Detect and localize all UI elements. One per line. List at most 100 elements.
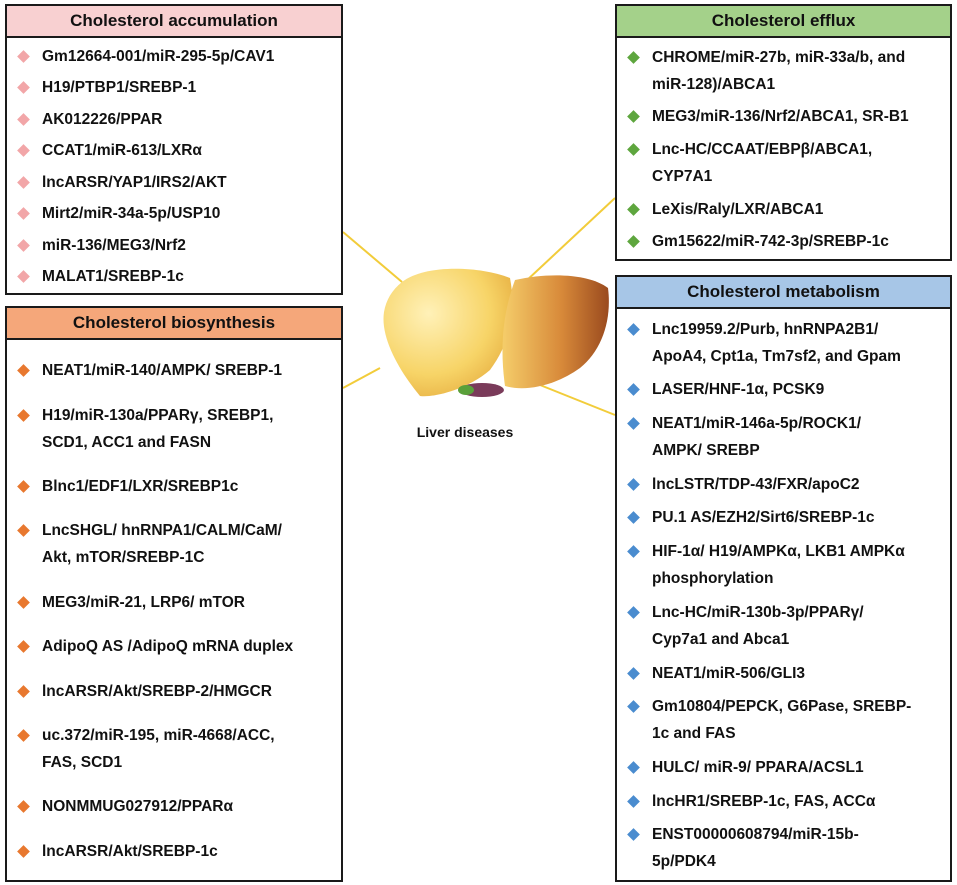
list-item: NONMMUG027912/PPARα bbox=[17, 793, 335, 820]
list-item: Gm15622/miR-742-3p/SREBP-1c bbox=[627, 228, 944, 255]
list-item: HIF-1α/ H19/AMPKα, LKB1 AMPKα phosphoryl… bbox=[627, 538, 944, 592]
list-item: MALAT1/SREBP-1c bbox=[17, 263, 335, 290]
list-item-text: lncARSR/Akt/SREBP-1c bbox=[42, 842, 218, 860]
list-item-text: lncHR1/SREBP-1c, FAS, ACCα bbox=[652, 792, 876, 810]
diamond-bullet-icon bbox=[627, 605, 640, 619]
list-item: lncLSTR/TDP-43/FXR/apoC2 bbox=[627, 471, 944, 498]
list-item-text: Lnc-HC/miR-130b-3p/PPARγ/ Cyp7a1 and Abc… bbox=[652, 603, 864, 648]
diamond-bullet-icon bbox=[627, 761, 640, 774]
diamond-bullet-icon bbox=[627, 545, 640, 558]
diamond-bullet-icon bbox=[17, 112, 30, 126]
diamond-bullet-icon bbox=[627, 110, 640, 124]
diamond-bullet-icon bbox=[17, 844, 30, 858]
list-item: lncARSR/Akt/SREBP-2/HMGCR bbox=[17, 678, 335, 705]
diamond-bullet-icon bbox=[17, 684, 30, 698]
list-item-text: Lnc-HC/CCAAT/EBPβ/ABCA1, CYP7A1 bbox=[652, 140, 873, 185]
list-item: lncARSR/Akt/SREBP-1c bbox=[17, 838, 335, 865]
efflux-list: CHROME/miR-27b, miR-33a/b, and miR-128)/… bbox=[617, 38, 950, 261]
list-item: AK012226/PPAR bbox=[17, 106, 335, 133]
list-item: LASER/HNF-1α, PCSK9 bbox=[627, 376, 944, 403]
diamond-bullet-icon bbox=[17, 270, 30, 284]
diamond-bullet-icon bbox=[627, 477, 640, 491]
diamond-bullet-icon bbox=[627, 828, 640, 842]
list-item: uc.372/miR-195, miR-4668/ACC, FAS, SCD1 bbox=[17, 722, 335, 776]
diamond-bullet-icon bbox=[17, 207, 30, 221]
diamond-bullet-icon bbox=[17, 595, 30, 609]
liver-right-lobe bbox=[502, 275, 609, 389]
list-item-text: LASER/HNF-1α, PCSK9 bbox=[652, 381, 825, 399]
list-item: Lnc19959.2/Purb, hnRNPA2B1/ ApoA4, Cpt1a… bbox=[627, 316, 944, 370]
list-item-text: HULC/ miR-9/ PPARA/ACSL1 bbox=[652, 758, 864, 776]
list-item-text: NEAT1/miR-146a-5p/ROCK1/ AMPK/ SREBP bbox=[652, 415, 862, 460]
diamond-bullet-icon bbox=[627, 666, 640, 680]
list-item-text: CHROME/miR-27b, miR-33a/b, and miR-128)/… bbox=[652, 48, 906, 93]
diamond-bullet-icon bbox=[17, 408, 30, 422]
connector-efflux bbox=[524, 197, 616, 283]
diamond-bullet-icon bbox=[627, 50, 640, 64]
list-item: Mirt2/miR-34a-5p/USP10 bbox=[17, 200, 335, 227]
diamond-bullet-icon bbox=[627, 383, 640, 397]
list-item: H19/PTBP1/SREBP-1 bbox=[17, 74, 335, 101]
cholesterol-biosynthesis-panel: Cholesterol biosynthesis NEAT1/miR-140/A… bbox=[5, 306, 343, 882]
list-item-text: LncSHGL/ hnRNPA1/CALM/CaM/ Akt, mTOR/SRE… bbox=[42, 522, 282, 567]
list-item-text: MALAT1/SREBP-1c bbox=[42, 268, 184, 286]
list-item: Blnc1/EDF1/LXR/SREBP1c bbox=[17, 473, 335, 500]
list-item-text: CCAT1/miR-613/LXRα bbox=[42, 142, 202, 160]
list-item-text: H19/PTBP1/SREBP-1 bbox=[42, 79, 197, 97]
list-item-text: Gm12664-001/miR-295-5p/CAV1 bbox=[42, 47, 275, 65]
list-item: miR-136/MEG3/Nrf2 bbox=[17, 232, 335, 259]
list-item: CCAT1/miR-613/LXRα bbox=[17, 137, 335, 164]
list-item-text: NEAT1/miR-140/AMPK/ SREBP-1 bbox=[42, 362, 283, 380]
gallbladder bbox=[458, 383, 504, 397]
list-item: HULC/ miR-9/ PPARA/ACSL1 bbox=[627, 754, 944, 781]
cholesterol-biosynthesis-title: Cholesterol biosynthesis bbox=[7, 308, 341, 340]
liver-illustration bbox=[383, 268, 609, 397]
diamond-bullet-icon bbox=[17, 480, 30, 493]
cholesterol-metabolism-title: Cholesterol metabolism bbox=[617, 277, 950, 309]
diamond-bullet-icon bbox=[627, 235, 640, 249]
liver-left-lobe bbox=[383, 268, 513, 397]
cholesterol-efflux-panel: Cholesterol efflux CHROME/miR-27b, miR-3… bbox=[615, 4, 952, 261]
connector-metabolism bbox=[534, 382, 616, 416]
list-item: lncHR1/SREBP-1c, FAS, ACCα bbox=[627, 788, 944, 815]
list-item-text: NONMMUG027912/PPARα bbox=[42, 798, 233, 816]
list-item-text: NEAT1/miR-506/GLI3 bbox=[652, 664, 806, 682]
list-item-text: Mirt2/miR-34a-5p/USP10 bbox=[42, 205, 221, 223]
list-item-text: PU.1 AS/EZH2/Sirt6/SREBP-1c bbox=[652, 509, 875, 527]
liver-diseases-label: Liver diseases bbox=[416, 424, 514, 440]
cholesterol-efflux-title: Cholesterol efflux bbox=[617, 6, 950, 38]
list-item: LncSHGL/ hnRNPA1/CALM/CaM/ Akt, mTOR/SRE… bbox=[17, 517, 335, 571]
diamond-bullet-icon bbox=[627, 794, 640, 808]
list-item-text: uc.372/miR-195, miR-4668/ACC, FAS, SCD1 bbox=[42, 726, 275, 771]
list-item-text: AK012226/PPAR bbox=[42, 110, 163, 128]
list-item: Lnc-HC/CCAAT/EBPβ/ABCA1, CYP7A1 bbox=[627, 136, 944, 190]
diamond-bullet-icon bbox=[627, 700, 640, 714]
list-item: Lnc-HC/miR-130b-3p/PPARγ/ Cyp7a1 and Abc… bbox=[627, 599, 944, 653]
list-item-text: miR-136/MEG3/Nrf2 bbox=[42, 236, 186, 254]
list-item: H19/miR-130a/PPARγ, SREBP1, SCD1, ACC1 a… bbox=[17, 402, 335, 456]
diamond-bullet-icon bbox=[17, 49, 30, 63]
diamond-bullet-icon bbox=[627, 202, 640, 216]
list-item-text: MEG3/miR-21, LRP6/ mTOR bbox=[42, 593, 245, 611]
list-item-text: MEG3/miR-136/Nrf2/ABCA1, SR-B1 bbox=[652, 108, 909, 126]
list-item-text: Blnc1/EDF1/LXR/SREBP1c bbox=[42, 478, 239, 496]
list-item: lncARSR/YAP1/IRS2/AKT bbox=[17, 169, 335, 196]
diamond-bullet-icon bbox=[627, 417, 640, 430]
diamond-bullet-icon bbox=[17, 81, 30, 94]
list-item: NEAT1/miR-506/GLI3 bbox=[627, 660, 944, 687]
diamond-bullet-icon bbox=[627, 511, 640, 525]
connector-biosynthesis bbox=[342, 367, 381, 389]
list-item: Gm10804/PEPCK, G6Pase, SREBP- 1c and FAS bbox=[627, 693, 944, 747]
diamond-bullet-icon bbox=[17, 144, 30, 158]
diamond-bullet-icon bbox=[17, 640, 30, 654]
list-item: NEAT1/miR-146a-5p/ROCK1/ AMPK/ SREBP bbox=[627, 410, 944, 464]
cholesterol-accumulation-panel: Cholesterol accumulation Gm12664-001/miR… bbox=[5, 4, 343, 295]
list-item: MEG3/miR-21, LRP6/ mTOR bbox=[17, 589, 335, 616]
list-item: AdipoQ AS /AdipoQ mRNA duplex bbox=[17, 633, 335, 660]
list-item-text: lncARSR/YAP1/IRS2/AKT bbox=[42, 173, 227, 191]
list-item: LeXis/Raly/LXR/ABCA1 bbox=[627, 196, 944, 223]
diamond-bullet-icon bbox=[17, 364, 30, 378]
